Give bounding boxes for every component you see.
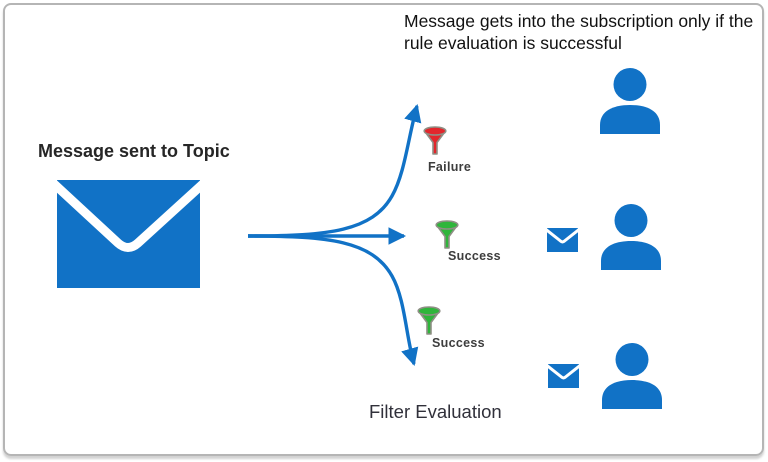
failure-label: Failure bbox=[428, 160, 472, 174]
success-label-1: Success bbox=[448, 249, 501, 263]
filter-evaluation-caption: Filter Evaluation bbox=[369, 401, 502, 422]
delivered-mail-icon-1 bbox=[547, 228, 578, 252]
subscriber-person-icon-2 bbox=[601, 204, 661, 270]
subscriber-person-icon-1 bbox=[600, 68, 660, 134]
subscription-note: Message gets into the subscription only … bbox=[404, 11, 754, 53]
topic-mail-icon bbox=[57, 180, 200, 288]
success-label-2: Success bbox=[432, 336, 485, 350]
topic-label: Message sent to Topic bbox=[38, 141, 230, 161]
success-funnel-icon-2 bbox=[417, 306, 441, 335]
subscriber-person-icon-3 bbox=[602, 343, 662, 409]
delivered-mail-icon-2 bbox=[548, 364, 579, 388]
diagram-border bbox=[3, 3, 764, 456]
failure-funnel-icon bbox=[423, 126, 447, 155]
success-funnel-icon-1 bbox=[435, 220, 459, 249]
